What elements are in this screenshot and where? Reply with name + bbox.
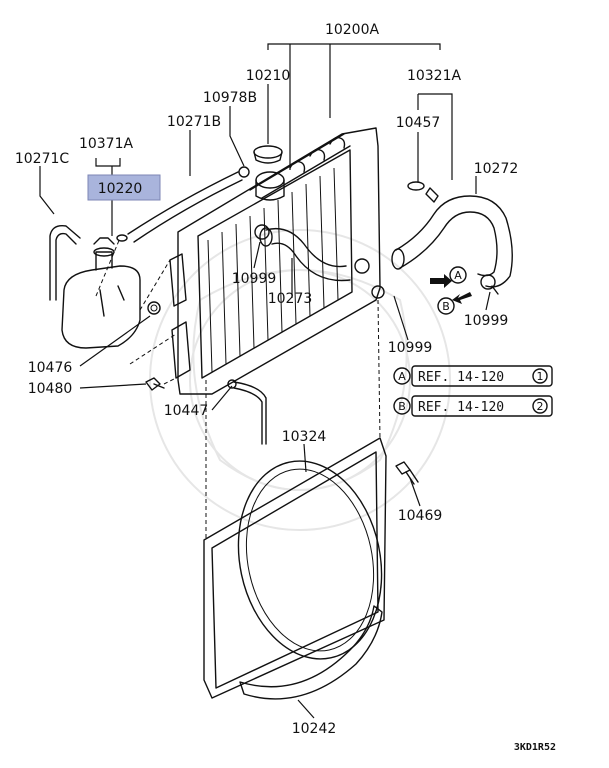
label-10469[interactable]: 10469 bbox=[398, 508, 443, 524]
label-10999-lower[interactable]: 10999 bbox=[388, 340, 433, 356]
o-ring[interactable] bbox=[407, 181, 425, 191]
svg-text:B: B bbox=[442, 300, 450, 313]
hose-clip[interactable] bbox=[238, 166, 250, 178]
label-10978B[interactable]: 10978B bbox=[203, 90, 257, 106]
label-10210[interactable]: 10210 bbox=[246, 68, 291, 84]
label-10999-right[interactable]: 10999 bbox=[464, 313, 509, 329]
label-10220[interactable]: 10220 bbox=[98, 181, 143, 197]
overflow-hose[interactable] bbox=[127, 171, 243, 243]
upper-hose[interactable] bbox=[259, 227, 351, 282]
label-10480[interactable]: 10480 bbox=[28, 381, 73, 397]
upper-hose-clamp[interactable] bbox=[254, 224, 370, 274]
label-10371A[interactable]: 10371A bbox=[79, 136, 134, 152]
lower-shroud-piece[interactable] bbox=[239, 605, 383, 700]
radiator-cap[interactable] bbox=[253, 145, 283, 164]
direction-arrow-b bbox=[452, 292, 472, 304]
reference-b[interactable]: B REF. 14-120 2 bbox=[393, 395, 553, 417]
drain-hose[interactable] bbox=[227, 379, 267, 445]
leader-lines bbox=[39, 43, 491, 719]
label-10271B[interactable]: 10271B bbox=[167, 114, 221, 130]
reference-b-page: 2 bbox=[537, 400, 544, 413]
drain-cock[interactable] bbox=[425, 187, 439, 203]
reserve-tank-hose[interactable] bbox=[49, 225, 81, 301]
reference-a-text: REF. 14-120 bbox=[418, 370, 504, 385]
label-10321A[interactable]: 10321A bbox=[407, 68, 462, 84]
svg-text:A: A bbox=[454, 269, 462, 282]
label-10457[interactable]: 10457 bbox=[396, 115, 441, 131]
mounting-bolt-10480[interactable] bbox=[145, 377, 165, 391]
fan-shroud[interactable] bbox=[203, 437, 399, 699]
radiator-outlet-clamp[interactable] bbox=[371, 285, 385, 299]
direction-arrow-a bbox=[430, 274, 452, 288]
radiator[interactable] bbox=[169, 127, 381, 395]
label-10999-upper[interactable]: 10999 bbox=[232, 271, 277, 287]
label-10271C[interactable]: 10271C bbox=[15, 151, 70, 167]
label-10273[interactable]: 10273 bbox=[268, 291, 313, 307]
highlight-box-10220 bbox=[87, 174, 161, 201]
guide-lines bbox=[95, 237, 381, 540]
label-10272[interactable]: 10272 bbox=[474, 161, 519, 177]
label-10242[interactable]: 10242 bbox=[292, 721, 337, 737]
part-labels: 10200A 10210 10321A 10978B 10457 10371A … bbox=[15, 22, 518, 737]
label-10476[interactable]: 10476 bbox=[28, 360, 73, 376]
lower-hose[interactable] bbox=[391, 195, 513, 288]
reference-a-marker: A bbox=[398, 370, 406, 383]
filler-neck[interactable] bbox=[255, 171, 285, 201]
label-10200A[interactable]: 10200A bbox=[325, 22, 380, 38]
label-10447[interactable]: 10447 bbox=[164, 403, 209, 419]
reference-a[interactable]: A REF. 14-120 1 bbox=[393, 365, 553, 387]
marker-b-circle[interactable]: B bbox=[437, 297, 455, 315]
reference-a-page: 1 bbox=[537, 370, 544, 383]
mounting-bolt-10476[interactable] bbox=[147, 301, 161, 315]
reference-b-text: REF. 14-120 bbox=[418, 400, 504, 415]
footer-code: 3KD1R52 bbox=[514, 742, 556, 753]
reserve-tank[interactable] bbox=[61, 237, 141, 349]
reference-b-marker: B bbox=[398, 400, 406, 413]
lower-hose-clamp[interactable] bbox=[480, 274, 499, 295]
label-10324[interactable]: 10324 bbox=[282, 429, 327, 445]
tank-hose-clip[interactable] bbox=[116, 234, 128, 242]
shroud-bolt[interactable] bbox=[395, 461, 419, 485]
marker-a-circle[interactable]: A bbox=[449, 266, 467, 284]
